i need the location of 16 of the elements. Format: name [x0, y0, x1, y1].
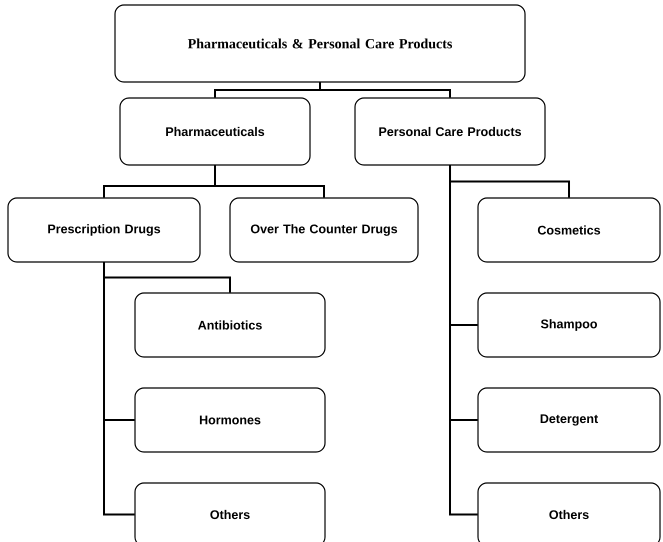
category-box: Cosmetics — [477, 197, 661, 263]
category-box: Others — [477, 482, 661, 542]
category-box: Shampoo — [477, 292, 661, 358]
category-box: Others — [134, 482, 326, 542]
connector-line — [319, 82, 451, 98]
category-box: Over The Counter Drugs — [229, 197, 419, 263]
category-box: Hormones — [134, 387, 326, 453]
category-box: Detergent — [477, 387, 661, 453]
category-box: Pharmaceuticals — [119, 97, 311, 166]
connector-line — [214, 166, 325, 198]
category-box: Personal Care Products — [354, 97, 546, 166]
connector-line — [449, 166, 478, 516]
category-box: Prescription Drugs — [7, 197, 201, 263]
category-box: Antibiotics — [134, 292, 326, 358]
title-box: Pharmaceuticals & Personal Care Products — [114, 4, 526, 83]
connector-line — [103, 262, 134, 516]
